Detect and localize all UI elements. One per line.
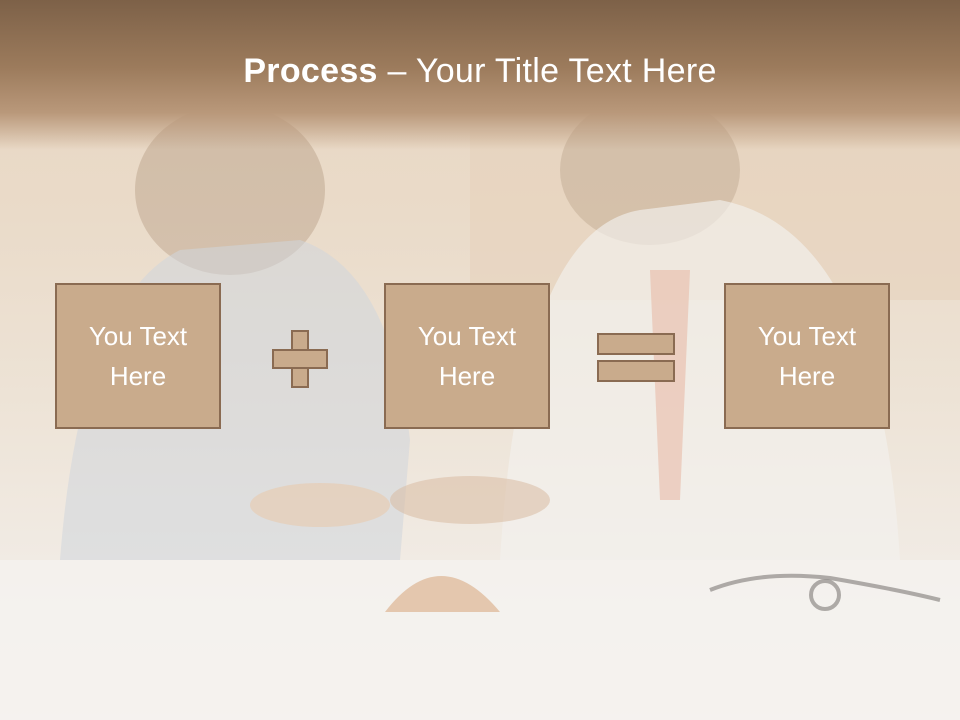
title-band [0,0,960,150]
process-box-2[interactable]: You Text Here [384,283,550,429]
process-box-2-label: You Text Here [417,321,517,391]
process-box-1-label: You Text Here [88,321,188,391]
process-box-3[interactable]: You Text Here [724,283,890,429]
process-box-1[interactable]: You Text Here [55,283,221,429]
process-box-3-label: You Text Here [757,321,857,391]
title-bold: Process [243,52,378,90]
slide-title: Process – Your Title Text Here [0,52,960,91]
title-rest: – Your Title Text Here [377,52,717,90]
